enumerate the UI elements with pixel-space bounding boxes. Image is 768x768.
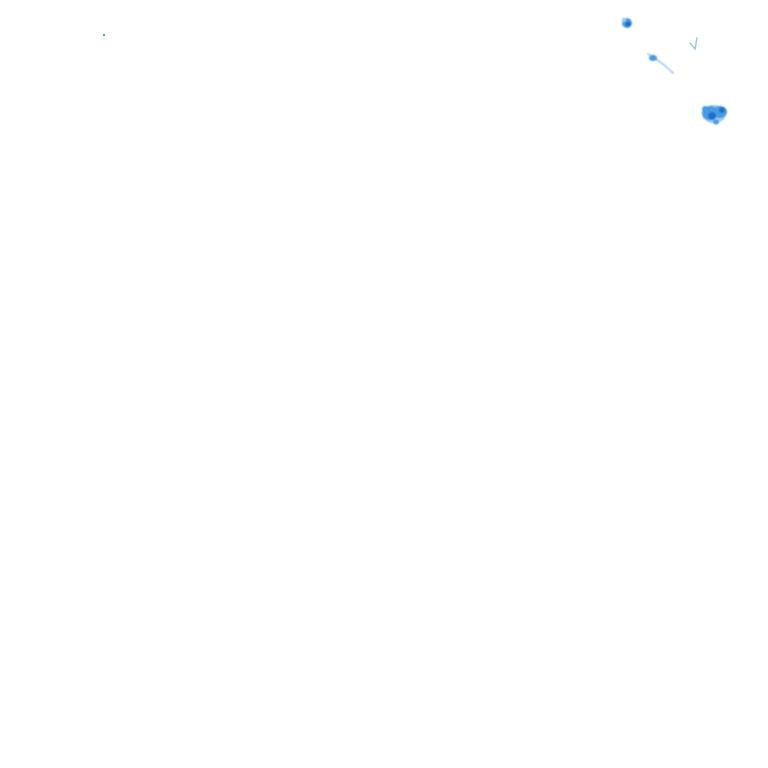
radar-echo-streak-core xyxy=(649,55,657,61)
radar-echo-hook xyxy=(689,37,698,51)
radar-echo-cell-small xyxy=(621,17,632,28)
radar-echo-cluster xyxy=(702,105,727,125)
radar-echo-speck xyxy=(102,33,106,37)
